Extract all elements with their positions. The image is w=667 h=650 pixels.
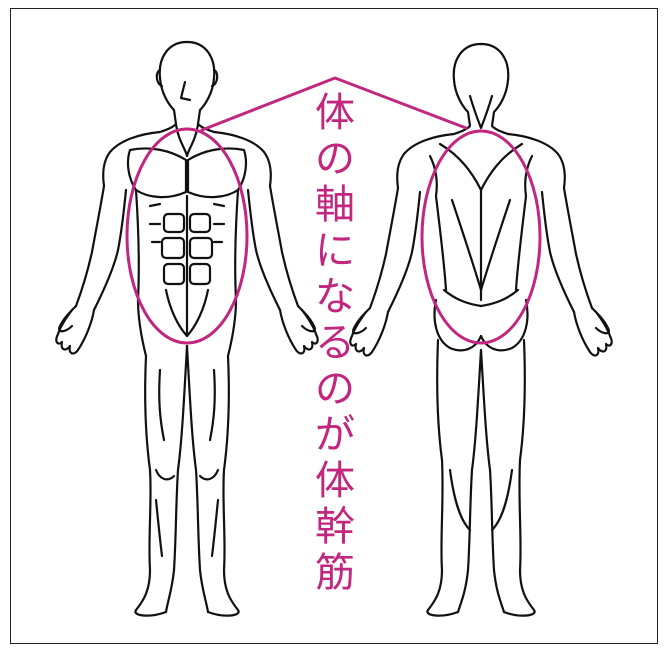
caption-char: 体 [315, 458, 355, 504]
caption-char: の [315, 136, 355, 182]
caption: 体 の 軸 に な る の が 体 幹 筋 [305, 90, 365, 596]
caption-char: 幹 [315, 504, 355, 550]
caption-char: 筋 [315, 550, 355, 596]
caption-char: 体 [315, 90, 355, 136]
caption-char: に [315, 228, 355, 274]
caption-char: 軸 [315, 182, 355, 228]
caption-char: る [315, 320, 355, 366]
caption-char: の [315, 366, 355, 412]
caption-char: な [315, 274, 355, 320]
caption-char: が [315, 412, 355, 458]
